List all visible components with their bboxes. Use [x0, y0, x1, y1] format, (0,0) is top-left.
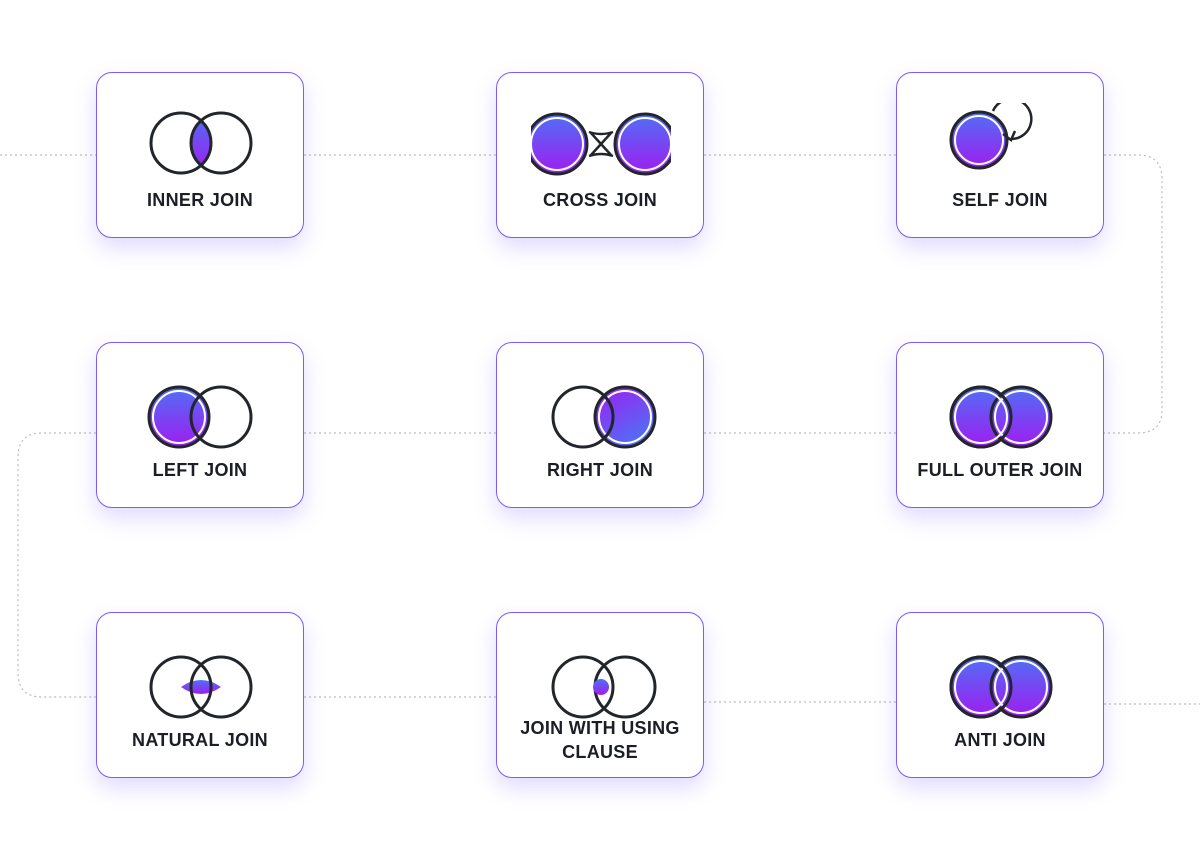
card-natural-join[interactable]: NATURAL JOIN	[96, 612, 304, 778]
card-label: SELF JOIN	[952, 190, 1048, 210]
left-join-venn-icon	[147, 385, 253, 449]
inner-join-venn-icon	[149, 111, 253, 175]
using-clause-venn-icon	[551, 655, 657, 719]
card-label: LEFT JOIN	[152, 460, 248, 480]
card-inner-join[interactable]: INNER JOIN	[96, 72, 304, 238]
card-left-join[interactable]: LEFT JOIN	[96, 342, 304, 508]
connector-path	[0, 154, 1163, 434]
connector-path	[304, 696, 1200, 705]
natural-join-venn-icon	[149, 655, 253, 719]
card-label: ANTI JOIN	[954, 730, 1046, 750]
self-join-icon	[949, 103, 1033, 170]
anti-join-venn-icon	[949, 655, 1053, 719]
card-label: CROSS JOIN	[542, 190, 658, 210]
connector-path	[17, 432, 896, 698]
card-right-join[interactable]: RIGHT JOIN	[496, 342, 704, 508]
card-label: INNER JOIN	[146, 190, 254, 210]
right-join-venn-icon	[551, 385, 657, 449]
card-label: RIGHT JOIN	[546, 460, 653, 480]
card-label: NATURAL JOIN	[132, 730, 268, 750]
card-label: FULL OUTER JOIN	[917, 460, 1083, 480]
card-full-outer-join[interactable]: FULL OUTER JOIN	[896, 342, 1104, 508]
card-join-using-clause[interactable]: JOIN WITH USING CLAUSE	[496, 612, 704, 778]
card-anti-join[interactable]: ANTI JOIN	[896, 612, 1104, 778]
card-self-join[interactable]: SELF JOIN	[896, 72, 1104, 238]
full-outer-join-venn-icon	[949, 385, 1053, 449]
card-label: JOIN WITH USING CLAUSE	[520, 718, 680, 762]
cross-join-icon	[531, 112, 671, 176]
card-cross-join[interactable]: CROSS JOIN	[496, 72, 704, 238]
